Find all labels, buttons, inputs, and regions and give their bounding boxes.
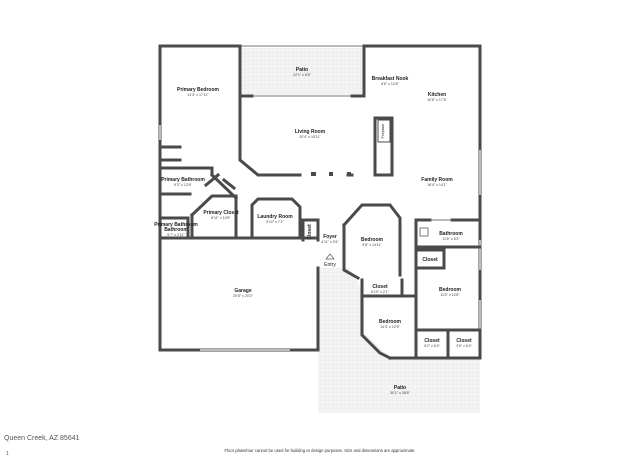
closet-a-dims: 5'2" x 6'4" <box>424 344 440 348</box>
breakfast-nook-label: Breakfast Nook <box>372 76 409 82</box>
patio-top-area <box>240 48 364 95</box>
windows <box>159 45 481 351</box>
primary-bedroom-label: Primary Bedroom <box>177 87 220 93</box>
bathroom-dims: 11'6" x 5'3" <box>442 237 460 241</box>
closet-mid-dims: 6'10" x 2'1" <box>371 290 389 294</box>
bedroom-1-dims: 9'8" x 14'11" <box>362 243 382 247</box>
bedroom-2-label: Bedroom <box>439 287 462 293</box>
living-room-label: Living Room <box>295 129 326 135</box>
kitchen-label: Kitchen <box>428 92 446 98</box>
garage-label: Garage <box>234 288 251 294</box>
laundry-room-label: Laundry Room <box>257 214 293 220</box>
primary-bathroom-dims: 9'3" x 12'6" <box>174 183 192 187</box>
foyer-label: Foyer <box>323 234 337 240</box>
foyer-dims: 4'11" x 5'4" <box>321 240 339 244</box>
primary-bathroom-small-dims: 5'7" x 2'11" <box>167 233 185 237</box>
laundry-room-dims: 9'10" x 7'1" <box>266 220 284 224</box>
patio-bottom-label: Patio <box>394 385 406 391</box>
entry-label: Entry <box>324 262 336 268</box>
fireplace: Fireplace <box>377 119 391 143</box>
fireplace-label: Fireplace <box>381 124 385 139</box>
family-room-label: Family Room <box>421 177 453 183</box>
closet-b-label: Closet <box>456 338 472 344</box>
kitchen-dims: 10'8" x 17'6" <box>427 98 447 102</box>
family-room-dims: 18'4" x 14'1" <box>427 183 447 187</box>
disclaimer-text: Floor plans/tour cannot be used for buil… <box>225 448 416 453</box>
entry-marker-icon <box>325 253 335 260</box>
primary-bedroom-dims: 14'3" x 17'11" <box>187 93 209 97</box>
primary-bathroom-small-label-2: Bathroom <box>164 227 188 233</box>
interior-walls <box>158 44 482 361</box>
bedroom-1-label: Bedroom <box>361 237 384 243</box>
primary-bathroom-label: Primary Bathroom <box>161 177 205 183</box>
patio-top-label: Patio <box>296 67 308 73</box>
bedroom-3-label: Bedroom <box>379 319 402 325</box>
living-room-dims: 20'4" x 15'11" <box>299 135 321 139</box>
primary-closet-label: Primary Closet <box>203 210 239 216</box>
patio-top-dims: 22'1" x 6'5" <box>293 73 311 77</box>
breakfast-nook-dims: 8'6" x 12'6" <box>381 82 399 86</box>
location-watermark: Queen Creek, AZ 85641 <box>4 435 80 442</box>
patio-bottom-dims: 30'1" x 28'6" <box>390 391 410 395</box>
closet-right-label: Closet <box>422 257 438 263</box>
garage-dims: 20'5" x 20'2" <box>233 294 253 298</box>
bedroom-2-dims: 11'5" x 12'8" <box>440 293 460 297</box>
primary-bathroom-small-label: Primary Bathroom <box>154 222 198 228</box>
page-number: 1 <box>6 451 9 457</box>
patio-bottom-area <box>318 268 480 413</box>
closet-a-label: Closet <box>424 338 440 344</box>
bathroom-label: Bathroom <box>439 231 463 237</box>
closet-b-dims: 3'6" x 6'4" <box>456 344 472 348</box>
primary-closet-dims: 8'11" x 10'5" <box>211 216 231 220</box>
closet-mid-label: Closet <box>372 284 388 290</box>
bedroom-3-dims: 14'3" x 12'5" <box>380 325 400 329</box>
room-labels: Patio 22'1" x 6'5" Breakfast Nook 8'6" x… <box>154 67 472 395</box>
foyer-closet-label: Closet <box>307 224 313 240</box>
